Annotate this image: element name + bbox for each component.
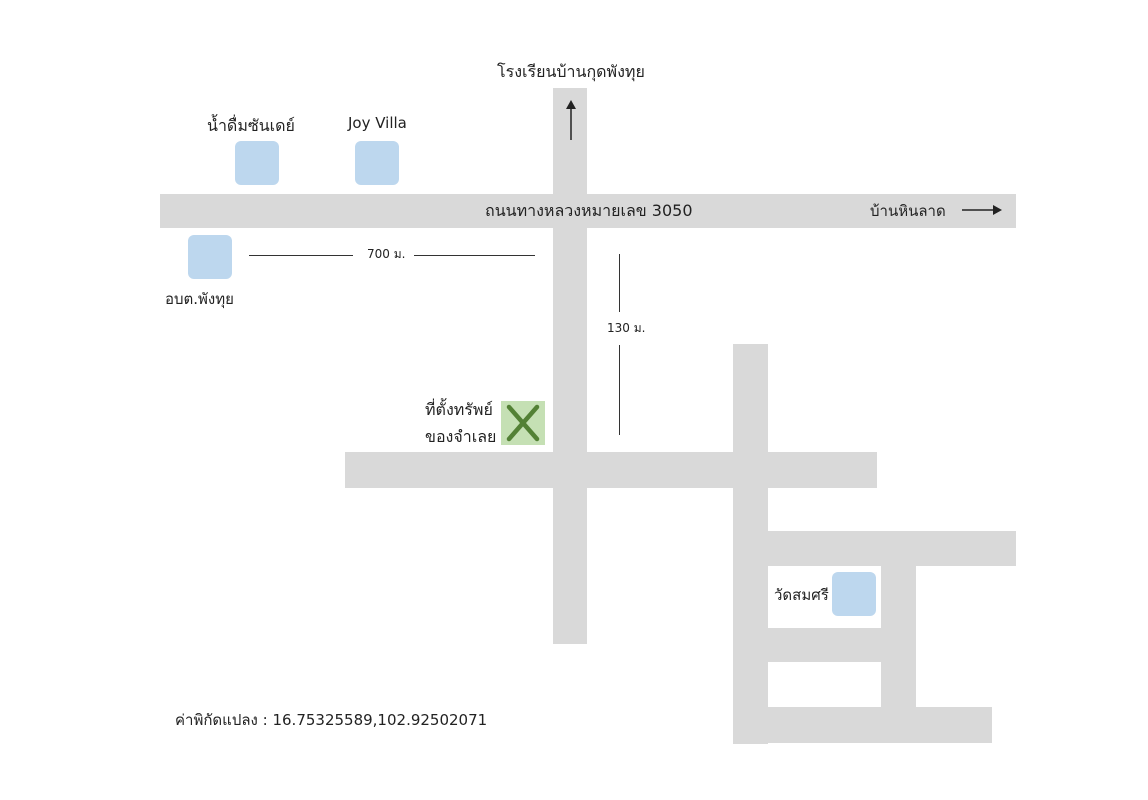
obt-label: อบต.พังทุย [165, 290, 234, 308]
highway-road [160, 194, 1016, 228]
vertical-road-main [553, 88, 587, 644]
school-label: โรงเรียนบ้านกุดพังทุย [497, 62, 645, 81]
road-to-right-edge [733, 531, 1016, 566]
property-label-line1: ที่ตั้งทรัพย์ [425, 400, 493, 419]
coordinates-text: ค่าพิกัดแปลง : 16.75325589,102.92502071 [175, 711, 488, 729]
road-bottom [733, 707, 992, 743]
property-label-line2: ของจำเลย [425, 427, 497, 446]
x-mark-icon [506, 404, 540, 442]
joy-villa-marker [355, 141, 399, 185]
water-shop-label: น้ำดื่มซันเดย์ [207, 116, 295, 135]
temple-marker [832, 572, 876, 616]
obt-marker [188, 235, 232, 279]
distance-line-700-left [249, 255, 353, 256]
temple-label: วัดสมศรี [774, 586, 829, 604]
distance-line-130-bottom [619, 345, 620, 435]
road-right-loop [881, 531, 916, 707]
highway-label: ถนนทางหลวงหมายเลข 3050 [485, 201, 693, 220]
road-middle-link [733, 628, 916, 662]
distance-130-label: 130 ม. [607, 321, 646, 335]
joy-villa-label: Joy Villa [348, 114, 407, 132]
arrow-up-icon [566, 100, 576, 140]
property-location-marker [501, 401, 545, 445]
water-shop-marker [235, 141, 279, 185]
distance-700-label: 700 ม. [367, 247, 406, 261]
arrow-right-icon [962, 205, 1002, 215]
distance-line-130-top [619, 254, 620, 312]
distance-line-700-right [414, 255, 535, 256]
horizontal-road-lower [345, 452, 877, 488]
ban-hin-lat-label: บ้านหินลาด [870, 202, 946, 220]
